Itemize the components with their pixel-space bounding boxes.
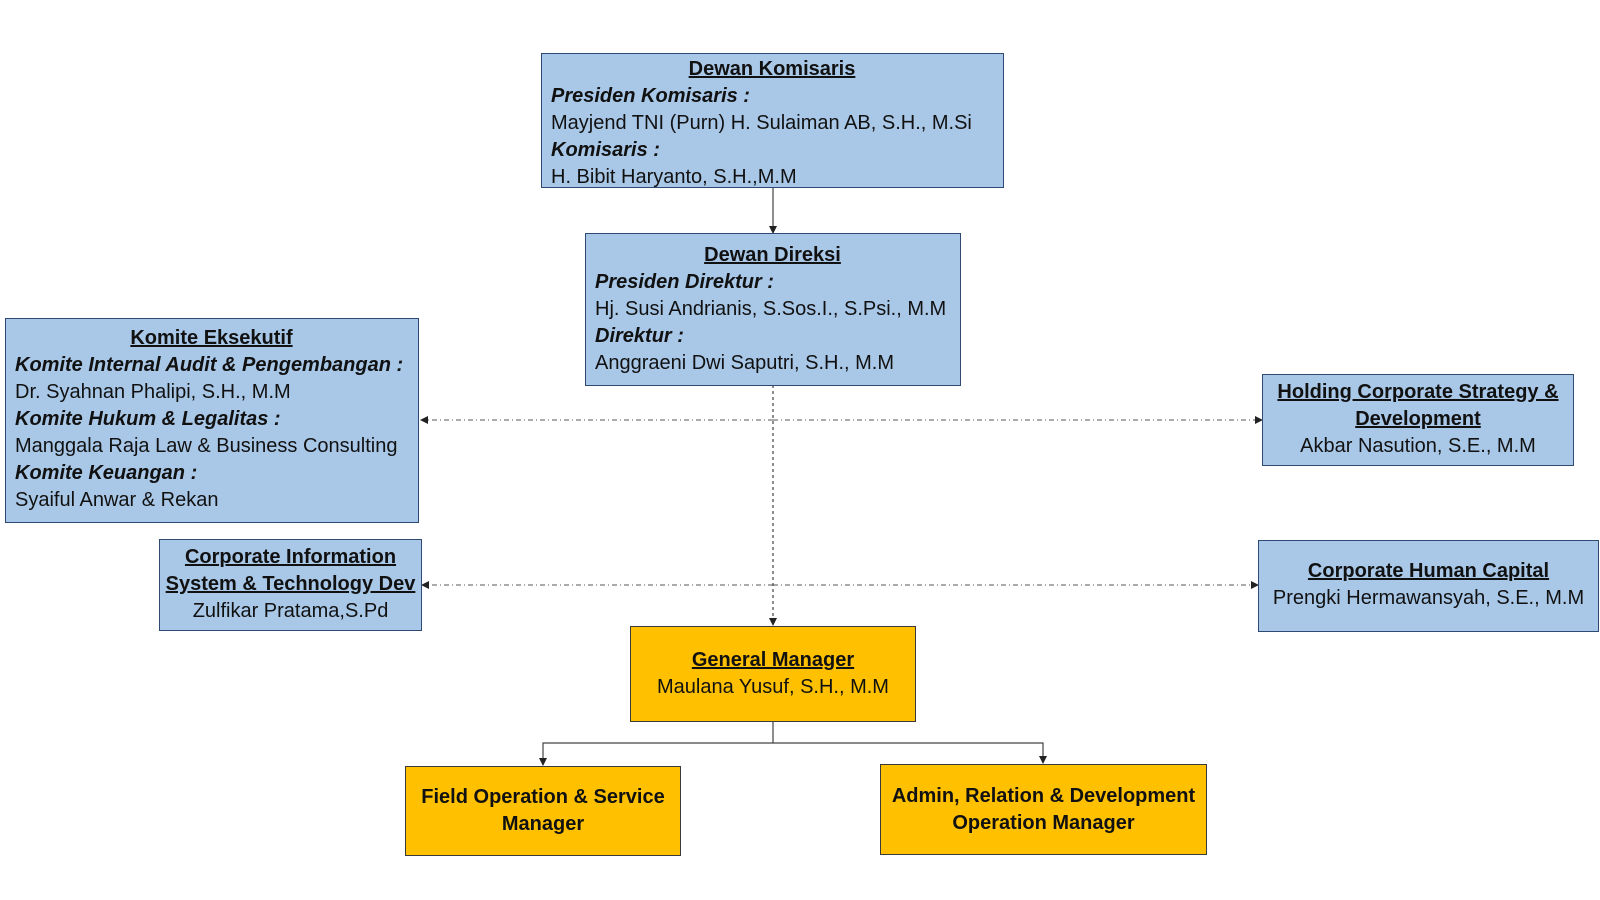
corp-human-capital-title: Corporate Human Capital (1307, 560, 1550, 582)
admin-relation-manager-box: Admin, Relation & Development Operation … (880, 764, 1207, 855)
field-operation-line1: Field Operation & Service (421, 786, 665, 808)
komisaris-name: H. Bibit Haryanto, S.H.,M.M (551, 166, 797, 188)
presiden-komisaris-role: Presiden Komisaris : (551, 85, 750, 107)
komite-keuangan-role: Komite Keuangan : (15, 462, 198, 484)
general-manager-title: General Manager (691, 649, 855, 671)
komite-audit-name: Dr. Syahnan Phalipi, S.H., M.M (15, 381, 291, 403)
line-gm-to-field-operation (539, 721, 774, 766)
komite-keuangan-name: Syaiful Anwar & Rekan (15, 489, 219, 511)
corp-human-capital-name: Prengki Hermawansyah, S.E., M.M (1272, 587, 1585, 609)
holding-strategy-name: Akbar Nasution, S.E., M.M (1300, 435, 1536, 457)
direktur-role: Direktur : (595, 325, 684, 347)
general-manager-box: General Manager Maulana Yusuf, S.H., M.M (630, 626, 916, 722)
dewan-direksi-box: Dewan Direksi Presiden Direktur : Hj. Su… (585, 233, 961, 386)
corp-info-system-title-line2: System & Technology Dev (165, 573, 416, 595)
presiden-komisaris-name: Mayjend TNI (Purn) H. Sulaiman AB, S.H.,… (551, 112, 972, 134)
corp-info-system-box: Corporate Information System & Technolog… (159, 539, 422, 631)
holding-strategy-title-line1: Holding Corporate Strategy & (1277, 381, 1559, 403)
komite-eksekutif-box: Komite Eksekutif Komite Internal Audit &… (5, 318, 419, 523)
holding-strategy-box: Holding Corporate Strategy & Development… (1262, 374, 1574, 466)
komite-eksekutif-title: Komite Eksekutif (130, 327, 293, 349)
dewan-komisaris-box: Dewan Komisaris Presiden Komisaris : May… (541, 53, 1004, 188)
holding-strategy-title-line2: Development (1355, 408, 1481, 430)
line-gm-to-admin-relation (773, 742, 1047, 764)
komite-hukum-role: Komite Hukum & Legalitas : (15, 408, 281, 430)
komite-audit-role: Komite Internal Audit & Pengembangan : (15, 354, 404, 376)
corp-info-system-title-line1: Corporate Information (184, 546, 397, 568)
admin-relation-line2: Operation Manager (952, 811, 1135, 834)
komisaris-role: Komisaris : (551, 139, 660, 161)
general-manager-name: Maulana Yusuf, S.H., M.M (657, 676, 889, 698)
dewan-direksi-title: Dewan Direksi (704, 244, 841, 266)
corp-human-capital-box: Corporate Human Capital Prengki Hermawan… (1258, 540, 1599, 632)
field-operation-line2: Manager (501, 813, 585, 835)
presiden-direktur-role: Presiden Direktur : (595, 271, 774, 293)
presiden-direktur-name: Hj. Susi Andrianis, S.Sos.I., S.Psi., M.… (595, 298, 947, 320)
dewan-komisaris-title: Dewan Komisaris (688, 58, 856, 80)
direktur-name: Anggraeni Dwi Saputri, S.H., M.M (595, 352, 894, 374)
komite-hukum-name: Manggala Raja Law & Business Consulting (15, 435, 398, 457)
field-operation-manager-box: Field Operation & Service Manager (405, 766, 681, 856)
corp-info-system-name: Zulfikar Pratama,S.Pd (192, 600, 389, 622)
admin-relation-line1: Admin, Relation & Development (891, 784, 1196, 807)
